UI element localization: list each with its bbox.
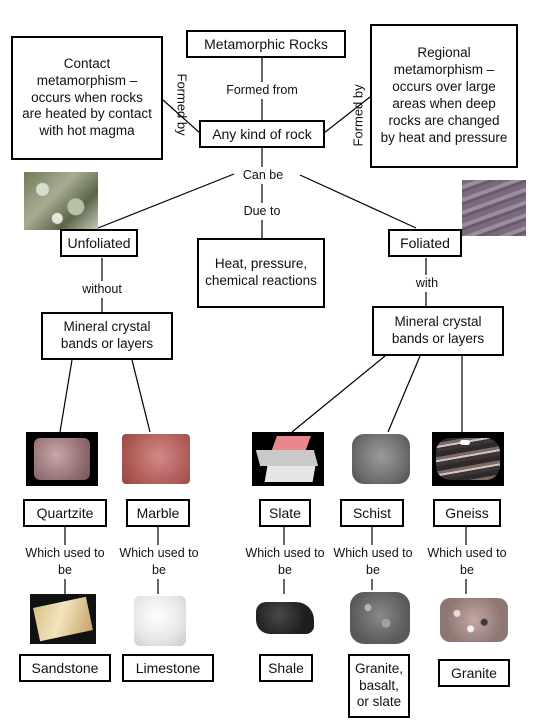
granite-basalt-slate-photo — [348, 590, 412, 646]
link-with: with — [408, 275, 446, 292]
sandstone-photo — [30, 594, 96, 644]
line-mineral-left-to-marble — [131, 359, 151, 433]
node-regional-metamorphism: Regional metamorphism – occurs over larg… — [370, 24, 518, 168]
line-mineral-right-to-schist — [387, 355, 421, 433]
link-formed-by-right: Formed by — [350, 84, 366, 147]
node-heat-pressure: Heat, pressure, chemical reactions — [197, 238, 325, 308]
node-mineral-bands-left: Mineral crystal bands or layers — [41, 312, 173, 360]
node-foliated: Foliated — [388, 229, 462, 257]
line-rock-to-regional — [323, 96, 371, 134]
node-schist: Schist — [340, 499, 404, 527]
node-contact-metamorphism: Contact metamorphism – occurs when rocks… — [11, 36, 163, 160]
node-any-kind-of-rock: Any kind of rock — [199, 120, 325, 148]
slate-photo — [252, 432, 324, 486]
node-slate: Slate — [259, 499, 311, 527]
limestone-photo — [132, 594, 188, 648]
link-which-used-to-be-quartzite: Which used to be — [22, 545, 108, 579]
node-sandstone: Sandstone — [19, 654, 111, 682]
node-gneiss: Gneiss — [433, 499, 501, 527]
link-which-used-to-be-marble: Which used to be — [116, 545, 202, 579]
node-metamorphic-rocks: Metamorphic Rocks — [186, 30, 346, 58]
line-rock-to-contact — [162, 99, 201, 134]
link-can-be: Can be — [234, 167, 292, 184]
schist-photo — [344, 432, 416, 486]
line-mineral-left-to-quartzite — [59, 359, 73, 433]
foliated-rock-photo — [462, 180, 526, 236]
unfoliated-rock-photo — [24, 172, 98, 230]
link-which-used-to-be-gneiss: Which used to be — [424, 545, 510, 579]
shale-photo — [252, 596, 318, 640]
gneiss-photo — [432, 432, 504, 486]
marble-photo — [120, 432, 192, 486]
node-unfoliated: Unfoliated — [60, 229, 138, 257]
node-granite-basalt-slate: Granite, basalt, or slate — [348, 654, 410, 718]
node-marble: Marble — [126, 499, 190, 527]
link-which-used-to-be-slate: Which used to be — [242, 545, 328, 579]
link-which-used-to-be-schist: Which used to be — [330, 545, 416, 579]
line-canbe-to-foliated — [299, 174, 417, 229]
node-mineral-bands-right: Mineral crystal bands or layers — [372, 306, 504, 356]
node-limestone: Limestone — [122, 654, 214, 682]
node-quartzite: Quartzite — [23, 499, 107, 527]
link-formed-by-left: Formed by — [174, 73, 190, 136]
link-without: without — [74, 281, 130, 298]
link-due-to: Due to — [232, 203, 292, 220]
link-formed-from: Formed from — [212, 82, 312, 99]
quartzite-photo — [26, 432, 98, 486]
node-shale: Shale — [259, 654, 313, 682]
line-mineral-right-to-slate — [291, 355, 386, 433]
granite-photo — [438, 594, 510, 646]
node-granite: Granite — [438, 659, 510, 687]
line-canbe-to-unfoliated — [97, 173, 235, 229]
